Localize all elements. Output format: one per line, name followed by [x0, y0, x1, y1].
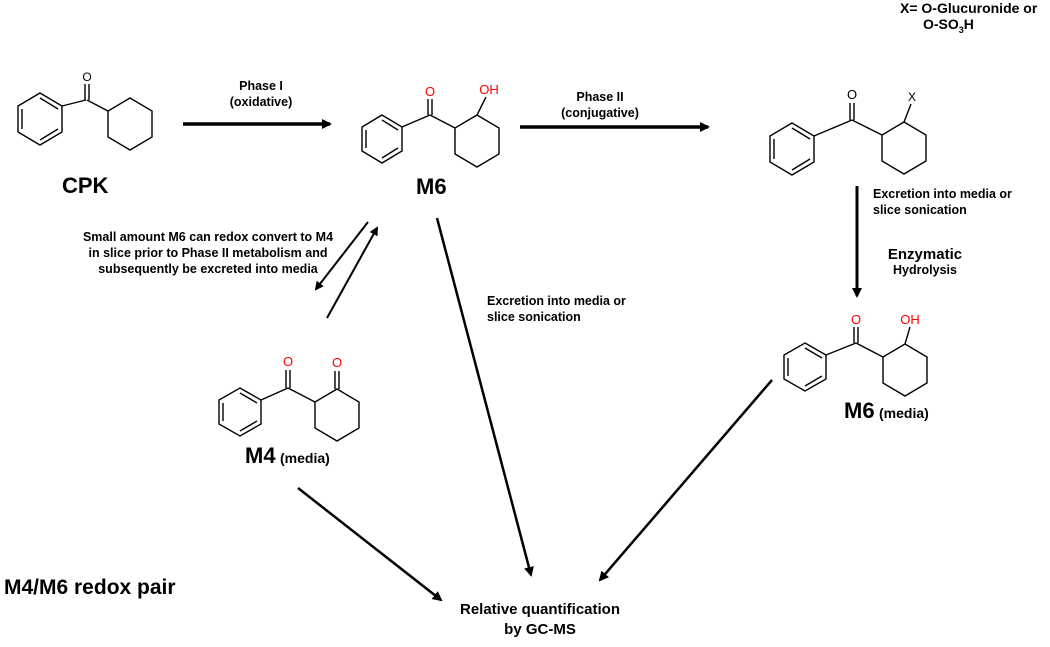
m6-hydroxyl-oh: OH	[479, 82, 499, 97]
phase1-label: Phase I(oxidative)	[229, 79, 293, 109]
x-definition-line1: X= O-Glucuronide or	[900, 0, 1038, 16]
m6-carbonyl-o: O	[425, 84, 435, 99]
arrow-m4-to-m6	[326, 226, 378, 319]
arrow-m4-to-gcms	[297, 487, 443, 602]
m4-carbonyl-o-2: O	[332, 355, 342, 370]
m4-media-label: M4 (media)	[245, 443, 330, 468]
m6-structure	[361, 96, 500, 168]
arrow-m6-to-m4	[314, 221, 369, 291]
conjugate-carbonyl-o: O	[847, 87, 857, 102]
cpk-structure	[17, 84, 153, 151]
phase2-label: Phase II(conjugative)	[561, 90, 639, 120]
m6-media-hydroxyl-oh: OH	[900, 312, 920, 327]
arrow-m6media-to-gcms	[598, 379, 773, 582]
cpk-carbonyl-o: O	[82, 70, 91, 84]
x-definition-line2: O-SO3H	[923, 16, 974, 35]
conjugate-substituent-x: X	[908, 90, 916, 104]
m6-label: M6	[416, 174, 447, 199]
m6-media-carbonyl-o: O	[851, 312, 861, 327]
cpk-label: CPK	[62, 173, 109, 198]
redox-pair-title: M4/M6 redox pair	[4, 576, 176, 599]
m4-structure	[218, 370, 360, 442]
m4-carbonyl-o-1: O	[283, 354, 293, 369]
m6-media-label: M6 (media)	[844, 398, 929, 423]
x-definition: X= O-Glucuronide or O-SO3H	[900, 0, 1037, 38]
redox-note: Small amount M6 can redox convert to M4 …	[82, 230, 334, 276]
arrow-m6-to-gcms	[435, 217, 534, 577]
conjugate-structure	[769, 103, 927, 176]
m6-media-structure	[783, 326, 928, 397]
